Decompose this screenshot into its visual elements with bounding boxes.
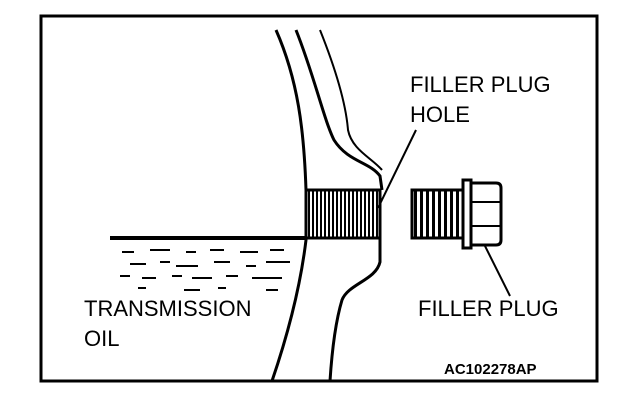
figure-frame <box>39 14 599 383</box>
figure-code: AC102278AP <box>444 361 537 378</box>
label-filler-plug-hole-line2: HOLE <box>410 102 470 127</box>
case-wall-lower-outline <box>328 238 382 382</box>
label-transmission-oil-line2: OIL <box>84 326 119 351</box>
oil-ripples <box>120 249 290 291</box>
label-filler-plug-hole-line1: FILLER PLUG <box>410 72 551 97</box>
filler-plug <box>410 178 503 250</box>
filler-plug-head <box>469 181 503 247</box>
leader-filler-plug-hole <box>377 129 417 209</box>
case-wall-inner-outline <box>294 29 384 191</box>
case-wall-left-outline <box>270 29 308 382</box>
filler-plug-hole <box>304 188 382 240</box>
filler-plug-thread <box>410 188 466 240</box>
leader-filler-plug <box>483 243 511 297</box>
case-boss-upper-outline <box>319 29 383 171</box>
label-filler-plug: FILLER PLUG <box>418 296 559 321</box>
label-transmission-oil-line1: TRANSMISSION <box>84 296 251 321</box>
